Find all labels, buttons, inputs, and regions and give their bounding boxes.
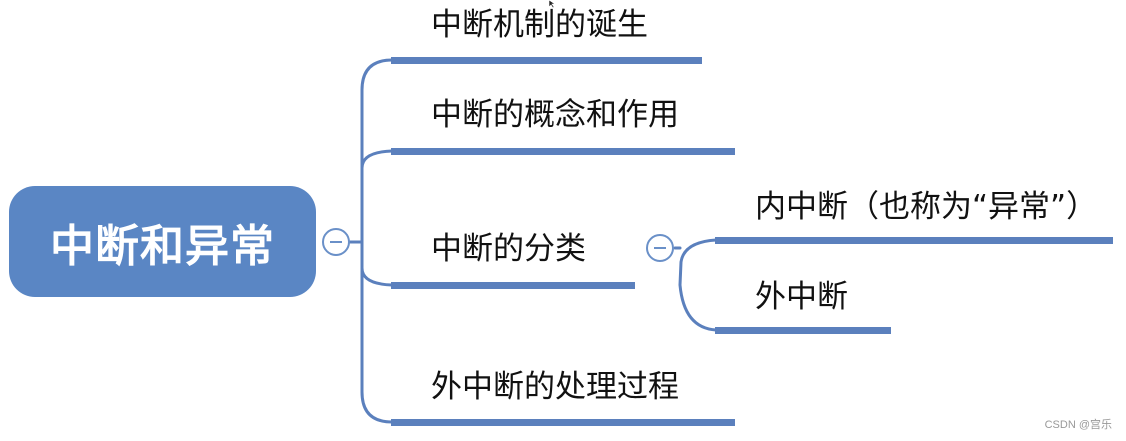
sub-branch-underline-2: [715, 327, 891, 334]
branch-spine: [360, 58, 394, 424]
branch-underline-3: [391, 282, 635, 289]
branch-label-3[interactable]: 中断的分类: [431, 231, 586, 267]
collapse-sub-icon[interactable]: [646, 234, 674, 262]
root-node[interactable]: 中断和异常: [9, 186, 316, 297]
branch-label-2[interactable]: 中断的概念和作用: [431, 97, 679, 133]
watermark: CSDN @宫乐: [1044, 419, 1112, 431]
mouse-cursor-icon: [548, 0, 556, 8]
branch-joint-2: [360, 149, 394, 170]
branch-underline-2: [391, 148, 735, 155]
branch-underline-4: [391, 419, 735, 426]
branch-label-4[interactable]: 外中断的处理过程: [431, 369, 679, 405]
branch-joint-3: [360, 266, 394, 287]
sub-branch-label-2[interactable]: 外中断: [755, 279, 848, 315]
root-label: 中断和异常: [50, 220, 275, 272]
branch-label-1[interactable]: 中断机制的诞生: [431, 7, 648, 43]
collapse-root-icon[interactable]: [322, 228, 350, 256]
sub-branch-underline-1: [715, 237, 1113, 244]
branch-underline-1: [391, 57, 702, 64]
sub-spine: [678, 238, 718, 332]
sub-branch-label-1[interactable]: 内中断（也称为“异常”）: [755, 189, 1098, 225]
